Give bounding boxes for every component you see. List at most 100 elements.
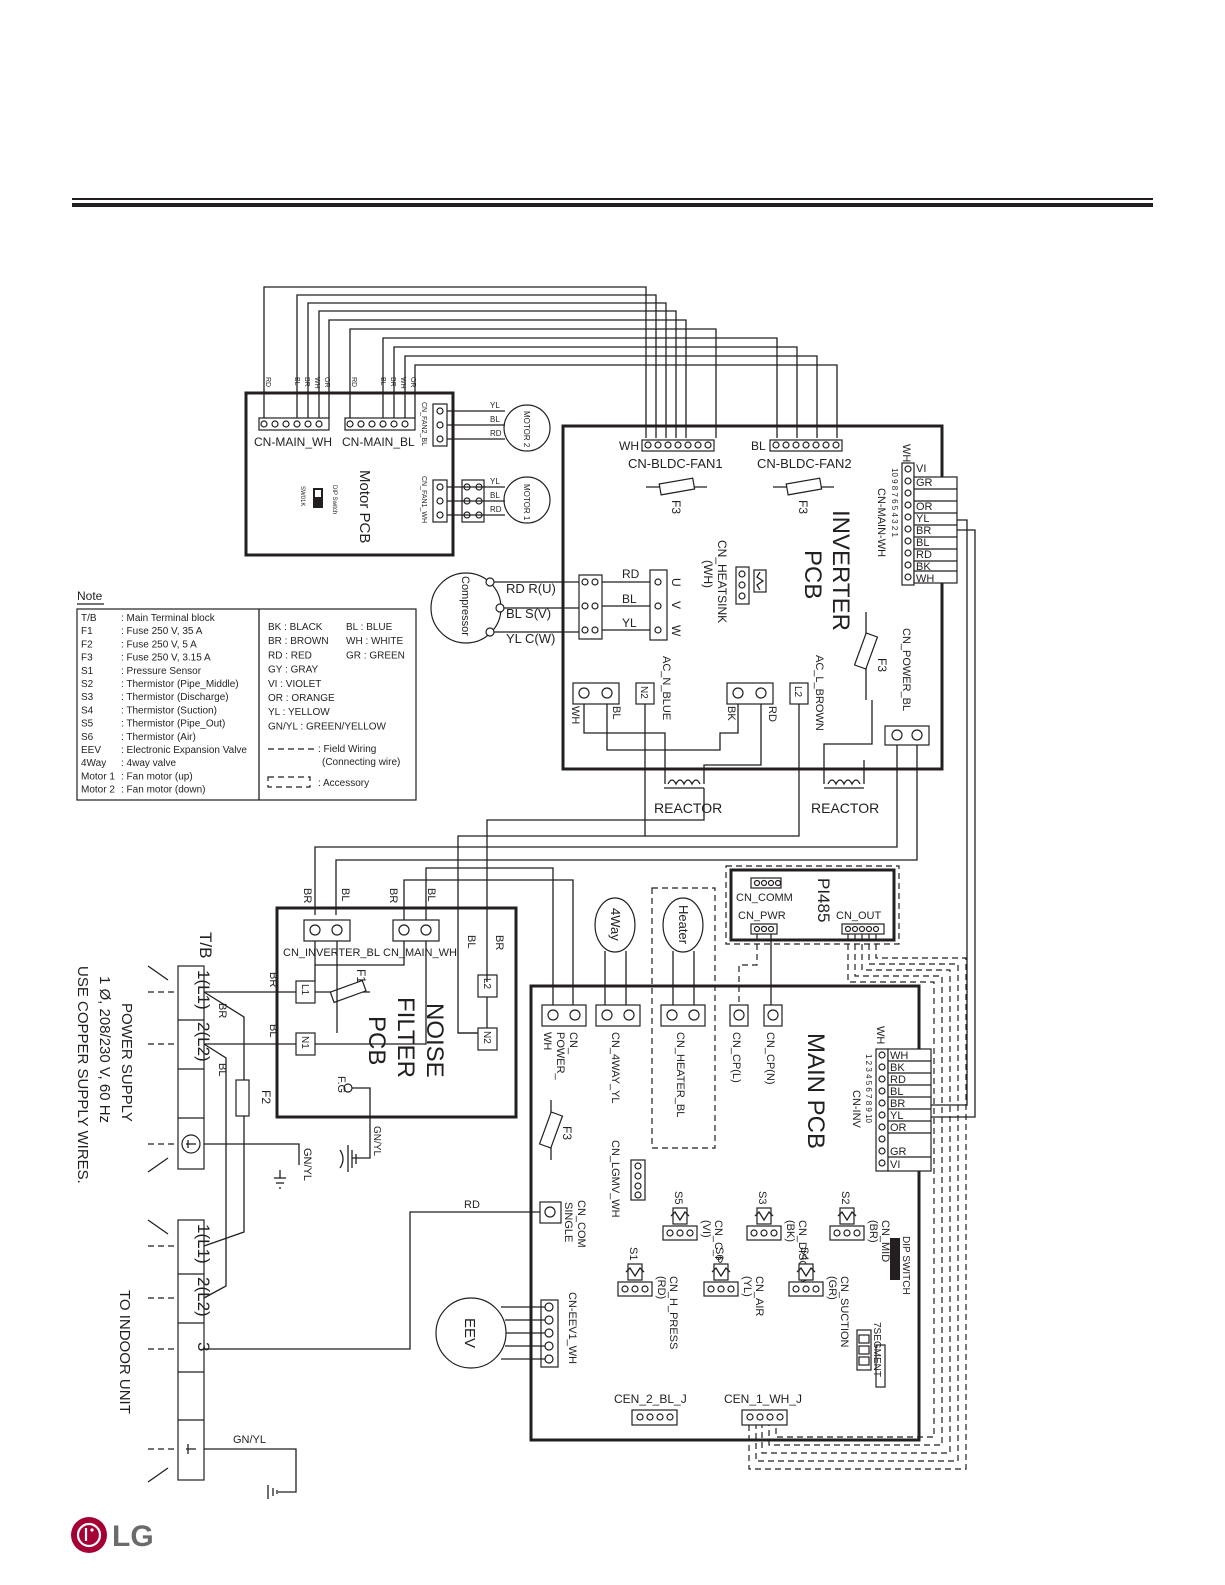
motor-1: MOTOR 1 YL BL RD bbox=[447, 476, 551, 524]
note-desc: : Thermistor (Pipe_Out) bbox=[121, 719, 225, 730]
note-desc: : Thermistor (Pipe_Middle) bbox=[121, 679, 239, 690]
reactor-2-label: REACTOR bbox=[811, 800, 879, 816]
wire-label: BK bbox=[890, 1062, 905, 1074]
wh-label: WH bbox=[569, 706, 581, 724]
nf-title-2: FILTER bbox=[392, 997, 419, 1078]
wire-label: RD bbox=[916, 549, 932, 561]
u-label: U bbox=[669, 578, 683, 587]
br-label: BR bbox=[216, 1003, 228, 1018]
rd-label: RD bbox=[766, 706, 778, 722]
power-spec-label: 1 Ø, 208/230 V, 60 Hz bbox=[96, 976, 113, 1123]
note-field-wiring: : Field Wiring bbox=[318, 744, 376, 755]
note-abbr: S1 bbox=[81, 666, 94, 677]
inverter-cn-main-wh-label: CN-MAIN-WH bbox=[875, 488, 887, 557]
compressor: Compressor RD R(U) BL S(V) YL C(W) bbox=[430, 572, 579, 646]
sensor-id: S3 bbox=[756, 1191, 768, 1204]
eev: EEV bbox=[435, 1297, 545, 1369]
cn-power-label-2: POWER_ bbox=[554, 1032, 566, 1081]
wire-label: GR bbox=[890, 1146, 907, 1158]
wire-label: RD bbox=[890, 1074, 906, 1086]
note-abbr: S4 bbox=[81, 705, 94, 716]
wire-label: WH bbox=[890, 1050, 908, 1062]
note-accessory: : Accessory bbox=[318, 778, 369, 789]
sensor-color: (YL) bbox=[741, 1276, 753, 1297]
wire-label: RD R(U) bbox=[506, 581, 556, 596]
note-abbr: S6 bbox=[81, 732, 94, 743]
note-color-code: BR : BROWN bbox=[268, 636, 329, 647]
cn-fan1-label: CN_FAN1_WH bbox=[420, 476, 427, 523]
inverter-ac-terminals: N2 AC_N_BLUE WH BL L2 AC_L_BROWN BK RD F… bbox=[569, 612, 930, 746]
cn-4way-label: CN_4WAY_YL bbox=[609, 1032, 621, 1104]
inverter-pcb: WH CN-BLDC-FAN1 BL CN-BLDC-FAN2 F3 F3 bbox=[561, 424, 958, 771]
l2-label: L2 bbox=[792, 686, 803, 698]
cn-pwr-label: CN_PWR bbox=[738, 910, 786, 922]
w-label: W bbox=[669, 625, 683, 637]
cn-inverter-bl-label: CN_INVERTER_BL bbox=[283, 947, 380, 959]
cn-inv-label: CN-INV bbox=[850, 1090, 862, 1129]
wire-label: BR bbox=[387, 888, 399, 903]
tb-indoor-3: 3 bbox=[194, 1342, 213, 1351]
n2-label: N2 bbox=[638, 686, 649, 699]
cn-main-bl-connector bbox=[344, 417, 416, 431]
sensor-color: (BR) bbox=[867, 1220, 879, 1243]
compressor-label: Compressor bbox=[459, 576, 471, 636]
sensor-name: CN_AIR bbox=[753, 1276, 765, 1316]
note-abbr: S2 bbox=[81, 679, 94, 690]
bl-label: BL bbox=[267, 1024, 279, 1037]
nf-cn-main-wh-label: CN_MAIN_WH bbox=[383, 947, 457, 959]
note-desc: : Fuse 250 V, 5 A bbox=[121, 639, 197, 650]
sensor-id: S1 bbox=[627, 1247, 639, 1260]
note-desc: : Thermistor (Discharge) bbox=[121, 692, 229, 703]
wire-label: YL bbox=[490, 477, 500, 486]
motor-pcb: CN-MAIN_WH CN-MAIN_BL Motor PCB DIP Swit… bbox=[244, 377, 455, 557]
sensor-id: S6 bbox=[713, 1247, 725, 1260]
sensor-color: (VI) bbox=[700, 1220, 712, 1238]
note-title: Note bbox=[77, 589, 103, 603]
cn-heater-label: CN_HEATER_BL bbox=[674, 1032, 686, 1117]
note-color-code: RD : RED bbox=[268, 650, 312, 661]
fuse-label: F3 bbox=[669, 500, 683, 514]
wire-label: VI bbox=[916, 463, 926, 475]
terminal-block: T/B 1(L1) 2(L2) 1(L1) 2(L2) 3 BR BL bbox=[74, 932, 313, 1499]
sensor-name: CN_MID bbox=[879, 1220, 891, 1262]
nf-to-main-wires bbox=[403, 867, 574, 1007]
wire-label: BL S(V) bbox=[506, 606, 551, 621]
inverter-title-1: INVERTER bbox=[827, 510, 854, 631]
nf-title-1: NOISE bbox=[421, 1003, 448, 1078]
wire-label: YL bbox=[490, 401, 500, 410]
tb-indoor-2: 2(L2) bbox=[194, 1277, 213, 1317]
fan1-prefix: WH bbox=[619, 439, 639, 453]
cn-power-bl-label: CN_POWER_BL bbox=[900, 628, 912, 711]
header-rule bbox=[72, 198, 1153, 207]
note-desc: : 4way valve bbox=[121, 758, 176, 769]
note-abbr: F2 bbox=[81, 639, 93, 650]
fan1-label: CN-BLDC-FAN1 bbox=[628, 456, 723, 471]
note-abbr: T/B bbox=[81, 613, 97, 624]
note-desc: : Fuse 250 V, 3.15 A bbox=[121, 653, 211, 664]
cn-single-label: SINGLE bbox=[562, 1202, 574, 1242]
tb-label: T/B bbox=[196, 932, 215, 958]
note-desc: : Main Terminal block bbox=[121, 613, 216, 624]
l2-label: L2 bbox=[481, 978, 492, 990]
cn-fan1-connector: CN_FAN1_WH bbox=[420, 476, 448, 523]
main-cn-inv: WH 1 2 3 4 5 6 7 8 9 10 CN-INV WH BK RD … bbox=[850, 1026, 932, 1172]
note-abbr: EEV bbox=[81, 745, 101, 756]
lg-logo-text: LG bbox=[112, 1520, 154, 1553]
wire-label: BR bbox=[389, 377, 396, 387]
note-abbr: S5 bbox=[81, 719, 94, 730]
cn-com-label: CN_COM bbox=[575, 1200, 587, 1248]
cn-cp-l-label: CN_CP(L) bbox=[730, 1032, 742, 1083]
wire-label: BL bbox=[490, 491, 500, 500]
bl-label: BL bbox=[216, 1063, 228, 1076]
note-desc: : Fan motor (up) bbox=[121, 771, 193, 782]
sensor-color: (GR) bbox=[826, 1276, 838, 1300]
motor-cn-main-bl-label: CN-MAIN_BL bbox=[342, 435, 415, 449]
note-color-code: YL : YELLOW bbox=[268, 707, 330, 718]
note-color-code: VI : VIOLET bbox=[268, 679, 321, 690]
fourway-label: 4Way bbox=[608, 908, 623, 941]
pin-numbers: 10 9 8 7 6 5 4 3 2 1 bbox=[890, 468, 899, 537]
